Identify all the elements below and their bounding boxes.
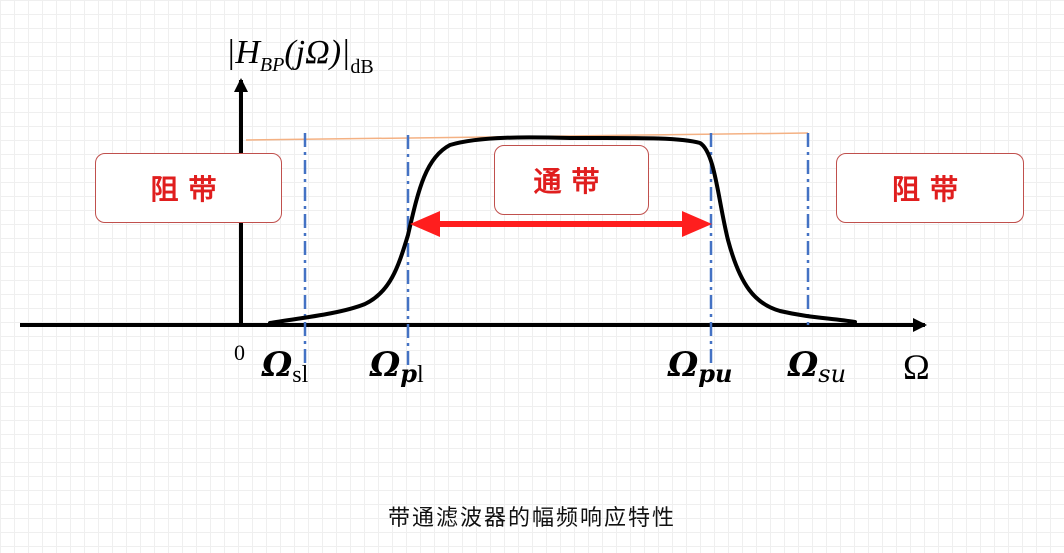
passband-box: 通带 <box>494 145 649 215</box>
stopband-left-label: 阻带 <box>150 173 227 206</box>
marker-label-pu: Ωpu <box>668 345 733 388</box>
passband-label: 通带 <box>533 165 610 198</box>
x-axis-label: Ω <box>903 347 930 387</box>
marker-label-pl: Ωpl <box>370 345 424 388</box>
response-curve <box>268 135 857 325</box>
origin-label: 0 <box>234 340 245 365</box>
stopband-right-label: 阻带 <box>891 173 968 206</box>
stopband-right-box: 阻带 <box>836 153 1024 223</box>
marker-label-su: Ωsu <box>788 345 847 388</box>
marker-label-sl: Ωsl <box>262 345 309 388</box>
y-axis-label: |HBP(jΩ)|dB <box>226 34 374 78</box>
passband-arrow-left-head <box>410 211 440 237</box>
stopband-left-box: 阻带 <box>95 153 282 223</box>
passband-arrow-right-head <box>682 211 712 237</box>
figure-caption: 带通滤波器的幅频响应特性 <box>387 506 676 531</box>
